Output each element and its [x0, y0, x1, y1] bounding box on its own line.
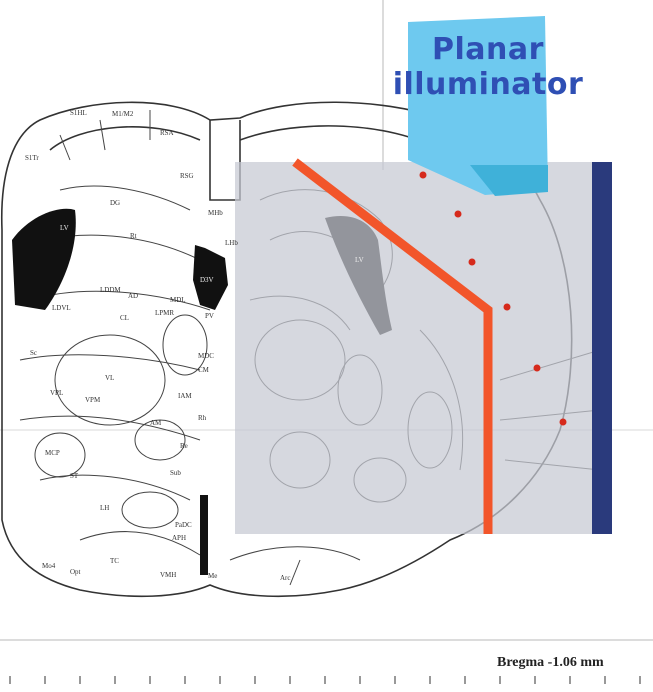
atlas-label: MDL — [170, 296, 186, 304]
atlas-label: TC — [110, 557, 119, 565]
atlas-label: AD — [128, 292, 138, 300]
atlas-label: LPMR — [155, 309, 174, 317]
dot — [420, 172, 427, 179]
scale-ticks — [10, 676, 640, 684]
atlas-label: Me — [208, 572, 217, 580]
atlas-label: LH — [100, 504, 109, 512]
atlas-label: M1/M2 — [112, 110, 134, 118]
atlas-label: VPL — [50, 389, 63, 397]
dark-bar — [592, 162, 612, 534]
planar-label-line1: Planar — [388, 32, 588, 67]
atlas-label: RSG — [180, 172, 194, 180]
atlas-label: MHb — [208, 209, 223, 217]
imaging-overlay — [235, 162, 605, 534]
atlas-label: MCP — [45, 449, 60, 457]
atlas-label: VMH — [160, 571, 176, 579]
atlas-label: MDC — [198, 352, 214, 360]
atlas-label: LV — [60, 224, 69, 232]
atlas-label: Opt — [70, 568, 81, 576]
atlas-label: PaDC — [175, 521, 192, 529]
atlas-label: IAM — [178, 392, 192, 400]
planar-illuminator-label: Planar illuminator — [388, 32, 588, 102]
atlas-label: LHb — [225, 239, 238, 247]
atlas-label: APH — [172, 534, 186, 542]
dot — [504, 304, 511, 311]
atlas-label: LDVL — [52, 304, 71, 312]
atlas-label: Re — [180, 442, 188, 450]
atlas-label: Sub — [170, 469, 181, 477]
atlas-label: Arc — [280, 574, 291, 582]
atlas-label: RSA — [160, 129, 174, 137]
atlas-label: S1Tr — [25, 154, 39, 162]
atlas-label: LV — [355, 256, 364, 264]
atlas-label: LDDM — [100, 286, 121, 294]
atlas-label: CL — [120, 314, 129, 322]
atlas-label: Mo4 — [42, 562, 56, 570]
dot — [534, 365, 541, 372]
atlas-label: CM — [198, 366, 210, 374]
atlas-label: PV — [205, 312, 214, 320]
dot — [455, 211, 462, 218]
third-ventricle-lower — [200, 495, 208, 575]
atlas-label: Rh — [198, 414, 207, 422]
atlas-label: VPM — [85, 396, 101, 404]
bregma-label: Bregma -1.06 mm — [497, 655, 604, 671]
atlas-label: VL — [105, 374, 114, 382]
atlas-label: AM — [150, 419, 162, 427]
atlas-label: Sc — [30, 349, 37, 357]
atlas-label: DG — [110, 199, 120, 207]
dot — [560, 419, 567, 426]
atlas-label: ST — [70, 472, 79, 480]
planar-label-line2: illuminator — [388, 67, 588, 102]
dot — [469, 259, 476, 266]
atlas-label: S1HL — [70, 109, 87, 117]
atlas-label: Rt — [130, 232, 137, 240]
atlas-label: D3V — [200, 276, 214, 284]
